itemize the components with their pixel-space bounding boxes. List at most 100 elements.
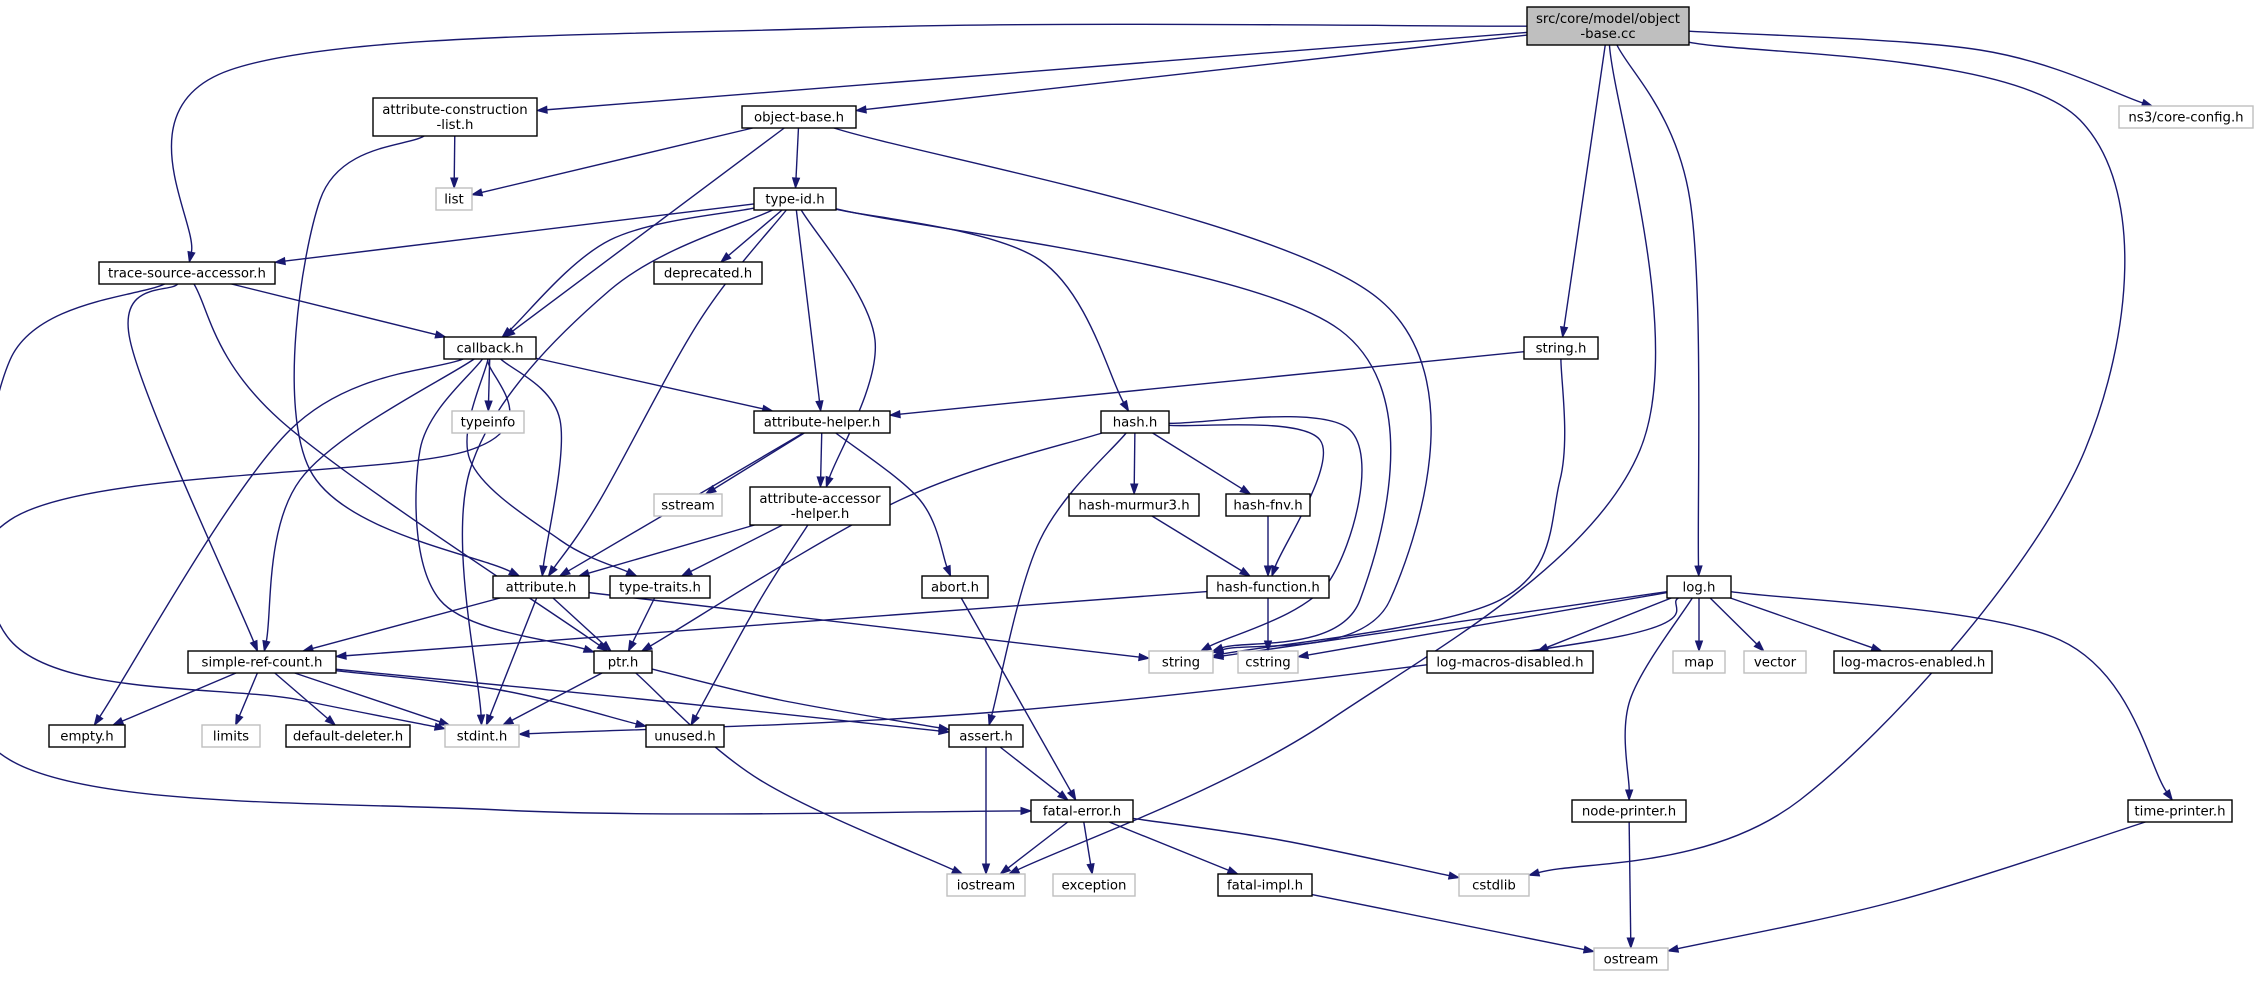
arrowhead <box>704 484 717 495</box>
edge-line <box>1168 423 1325 567</box>
node-callback[interactable]: callback.h <box>443 336 537 360</box>
node-deprecated[interactable]: deprecated.h <box>653 261 763 285</box>
node-box <box>451 410 525 434</box>
edge-typeid-to-attracc <box>800 209 876 489</box>
edge-line <box>1007 821 1069 869</box>
edge-src-to-unused <box>335 670 648 728</box>
node-label: object-base.h <box>754 111 844 126</box>
edge-hash-to-murmur <box>1130 432 1139 496</box>
node-box <box>98 261 276 285</box>
node-hashfunc[interactable]: hash-function.h <box>1206 575 1330 599</box>
node-murmur[interactable]: hash-murmur3.h <box>1068 493 1200 517</box>
node-label: typeinfo <box>461 416 516 431</box>
edge-line <box>489 597 538 716</box>
arrowhead <box>1238 566 1252 577</box>
node-hash[interactable]: hash.h <box>1100 410 1170 434</box>
arrowhead <box>791 177 801 190</box>
node-box <box>645 724 725 748</box>
node-box <box>201 724 261 748</box>
edge-line <box>960 597 1072 792</box>
node-timeprinter[interactable]: time-printer.h <box>2127 799 2233 823</box>
node-box <box>1526 6 1690 46</box>
edge-line <box>0 358 1022 815</box>
node-typetraits[interactable]: type-traits.h <box>609 575 711 599</box>
node-typeid[interactable]: type-id.h <box>753 187 837 211</box>
node-assert[interactable]: assert.h <box>948 724 1024 748</box>
node-defdel[interactable]: default-deleter.h <box>285 724 411 748</box>
node-box <box>1068 493 1200 517</box>
arrowhead <box>640 642 653 652</box>
node-ns3cfg: ns3/core-config.h <box>2118 105 2254 129</box>
node-box <box>1206 575 1330 599</box>
arrowhead <box>1263 640 1273 653</box>
edge-attribute-to-stdint <box>485 597 538 727</box>
edge-attrhelper-to-attracc <box>816 432 825 489</box>
node-root[interactable]: src/core/model/object-base.cc <box>1526 6 1690 46</box>
node-lme[interactable]: log-macros-enabled.h <box>1833 650 1993 674</box>
edge-line <box>415 358 585 650</box>
arrowhead <box>625 567 638 577</box>
arrowhead <box>942 564 952 578</box>
arrowhead <box>1626 937 1635 950</box>
node-src[interactable]: simple-ref-count.h <box>187 650 337 674</box>
arrowhead <box>1138 652 1151 662</box>
node-cstring: cstring <box>1237 650 1299 674</box>
node-lmd[interactable]: log-macros-disabled.h <box>1426 650 1594 674</box>
edge-assert-to-iostream <box>981 747 991 876</box>
edge-line <box>1730 591 2168 793</box>
node-fatalimpl[interactable]: fatal-impl.h <box>1217 873 1313 897</box>
node-box <box>443 336 537 360</box>
node-unused[interactable]: unused.h <box>645 724 725 748</box>
node-attracc[interactable]: attribute-accessor-helper.h <box>749 486 891 526</box>
node-log[interactable]: log.h <box>1666 575 1732 599</box>
arrowhead <box>1066 788 1077 802</box>
node-label: log-macros-enabled.h <box>1841 656 1986 671</box>
edge-tsa-to-src <box>127 283 259 653</box>
arrowhead <box>535 105 548 114</box>
node-attrhelper[interactable]: attribute-helper.h <box>753 410 891 434</box>
node-abort[interactable]: abort.h <box>921 575 989 599</box>
node-label: abort.h <box>931 581 979 596</box>
node-empty[interactable]: empty.h <box>48 724 126 748</box>
edge-line <box>865 34 1528 111</box>
arrowhead <box>558 567 571 577</box>
edge-line <box>1688 30 2143 104</box>
edge-line <box>193 283 600 646</box>
node-label: attribute.h <box>506 581 577 596</box>
node-box <box>1571 799 1687 823</box>
node-stringh[interactable]: string.h <box>1523 336 1599 360</box>
node-label: vector <box>1754 656 1797 671</box>
node-acl[interactable]: attribute-construction-list.h <box>372 97 538 137</box>
arrowhead <box>815 400 824 413</box>
node-box <box>1052 873 1136 897</box>
node-ptr[interactable]: ptr.h <box>593 650 653 674</box>
node-obh[interactable]: object-base.h <box>741 105 857 129</box>
node-label: attribute-construction <box>382 103 528 118</box>
node-fatalerr[interactable]: fatal-error.h <box>1030 799 1134 823</box>
edge-callback-to-attribute <box>500 358 563 578</box>
arrowhead <box>485 713 495 727</box>
node-attribute[interactable]: attribute.h <box>492 575 590 599</box>
node-label: deprecated.h <box>664 267 752 282</box>
node-label: -helper.h <box>791 507 850 522</box>
arrowhead <box>1239 484 1252 495</box>
node-label: hash-function.h <box>1216 581 1320 596</box>
edge-log-to-string <box>1211 590 1668 661</box>
edge-callback-to-fatalerr <box>0 358 1033 816</box>
node-label: callback.h <box>456 342 523 357</box>
node-label: node-printer.h <box>1582 805 1676 820</box>
edge-root-to-log <box>1616 44 1703 578</box>
node-label: log-macros-disabled.h <box>1436 656 1583 671</box>
node-box <box>593 650 653 674</box>
edge-fatalerr-to-iostream <box>999 821 1069 875</box>
edge-log-to-nodeprinter <box>1624 597 1693 802</box>
edge-src-to-limits <box>235 672 259 727</box>
arrowhead <box>93 713 104 727</box>
edge-line <box>335 670 637 725</box>
edge-line <box>0 283 436 728</box>
node-tsa[interactable]: trace-source-accessor.h <box>98 261 276 285</box>
edge-stringh-to-attrhelper <box>888 351 1525 419</box>
node-nodeprinter[interactable]: node-printer.h <box>1571 799 1687 823</box>
edge-line <box>284 203 755 262</box>
node-fnv[interactable]: hash-fnv.h <box>1225 493 1311 517</box>
